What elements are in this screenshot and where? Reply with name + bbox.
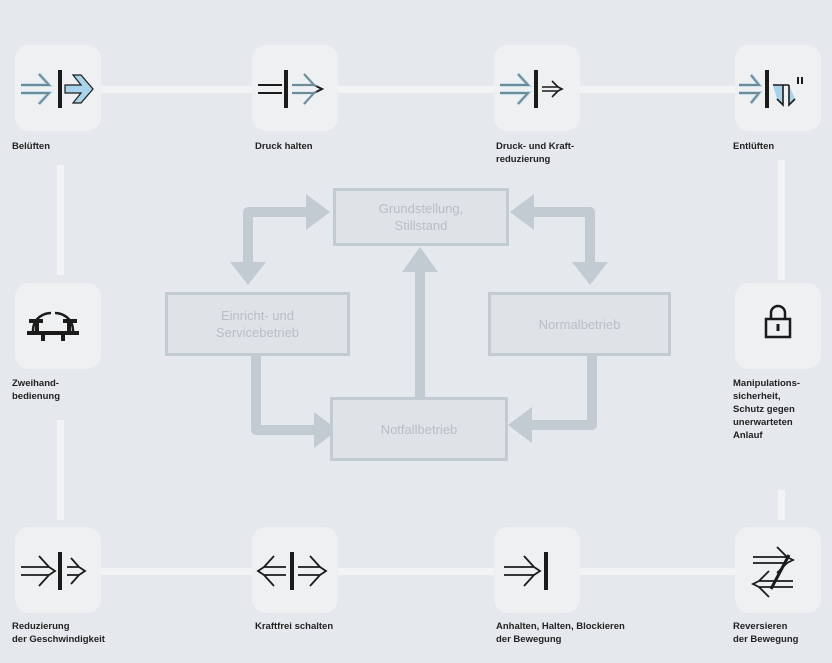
label-druck-halten: Druck halten [255,141,313,152]
right-connector-line-lower [778,490,785,520]
reduce-speed-tile [15,527,101,613]
label-druck-reduzierung: Druck- und Kraft- reduzierung [496,141,575,165]
label-reduzierung-geschwindigkeit: Reduzierung der Geschwindigkeit [12,621,105,645]
bottom-connector-line [60,568,780,575]
exhaust-icon [739,70,803,108]
label-zweihand: Zweihand- bedienung [12,378,61,402]
vent-arrow-icon [21,70,94,108]
state-einricht: Einricht- und Servicebetrieb [165,292,350,356]
top-connector-line [60,86,780,93]
two-hand-control-icon [27,311,79,341]
reduce-speed-icon [21,552,87,590]
reverse-tile [735,527,821,613]
padlock-icon [764,304,792,339]
hold-pressure-tile [252,45,338,131]
stop-hold-tile [494,527,580,613]
label-reversieren: Reversieren der Bewegung [733,621,799,645]
reduce-pressure-icon [500,70,564,108]
padlock-tile [735,283,821,369]
hold-pressure-icon [258,70,325,108]
label-manipulation: Manipulations- sicherheit, Schutz gegen … [733,378,801,441]
reduce-pressure-tile [494,45,580,131]
label-kraftfrei: Kraftfrei schalten [255,621,334,632]
state-notfall: Notfallbetrieb [330,397,508,461]
label-anhalten: Anhalten, Halten, Blockieren der Bewegun… [496,621,625,645]
vent-tile [15,45,101,131]
force-free-icon [256,552,328,590]
two-hand-tile [15,283,101,369]
state-normal: Normalbetrieb [488,292,671,356]
right-connector-line [778,160,785,280]
state-grundstellung: Grundstellung, Stillstand [333,188,509,246]
label-belueften: Belüften [12,141,50,152]
reverse-arrows-icon [750,546,796,598]
label-entlueften: Entlüften [733,141,775,152]
stop-hold-icon [504,552,548,590]
left-connector-line-lower [57,420,64,520]
left-connector-line [57,165,64,275]
exhaust-tile [735,45,821,131]
force-free-tile [252,527,338,613]
